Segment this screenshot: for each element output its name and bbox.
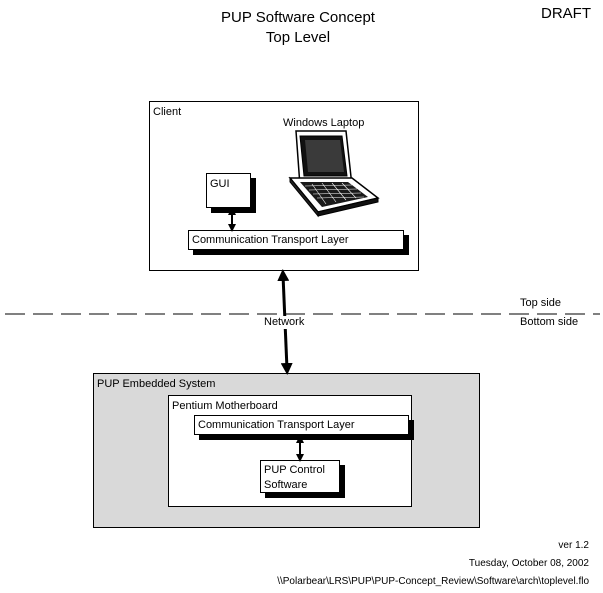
embedded-transport-label: Communication Transport Layer bbox=[198, 419, 355, 431]
bottom-side-label: Bottom side bbox=[520, 316, 579, 328]
gui-label: GUI bbox=[210, 178, 230, 190]
network-label: Network bbox=[263, 316, 306, 329]
client-transport-box bbox=[188, 230, 404, 250]
embedded-system-label: PUP Embedded System bbox=[97, 378, 216, 390]
page-title: PUP Software Concept bbox=[221, 9, 375, 26]
laptop-label: Windows Laptop bbox=[283, 117, 365, 129]
embedded-transport-box bbox=[194, 415, 409, 435]
client-transport-label: Communication Transport Layer bbox=[192, 234, 349, 246]
motherboard-label: Pentium Motherboard bbox=[172, 400, 278, 412]
page-subtitle: Top Level bbox=[265, 29, 331, 46]
footer-date: Tuesday, October 08, 2002 bbox=[468, 558, 589, 569]
control-software-box bbox=[260, 460, 340, 493]
laptop-icon bbox=[288, 130, 380, 218]
control-software-label-line2: Software bbox=[264, 479, 308, 491]
control-software-label-line1: PUP Control bbox=[264, 464, 325, 476]
top-side-label: Top side bbox=[520, 297, 561, 309]
client-label: Client bbox=[153, 106, 182, 118]
draft-label: DRAFT bbox=[541, 5, 591, 22]
gui-box bbox=[206, 173, 251, 208]
footer-path: \\Polarbear\LRS\PUP\PUP-Concept_Review\S… bbox=[277, 576, 589, 587]
footer-version: ver 1.2 bbox=[558, 540, 589, 551]
